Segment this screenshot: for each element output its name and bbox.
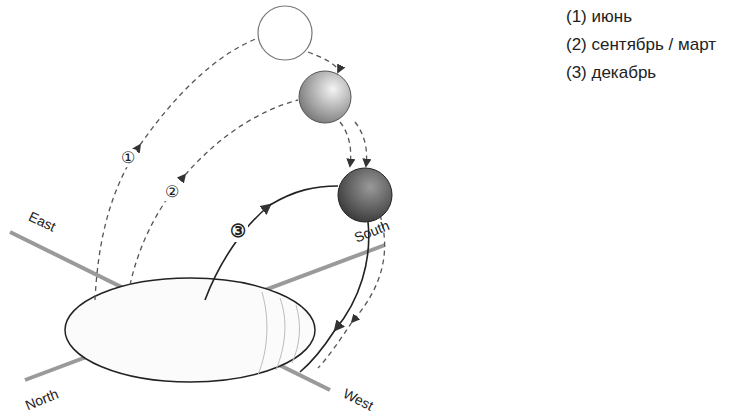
compass-label: East [26, 209, 58, 235]
compass-label: North [23, 386, 61, 413]
sun-june [258, 6, 312, 60]
compass-label: South [352, 218, 392, 246]
callout-number: ② [163, 183, 181, 201]
sun-december [338, 168, 392, 222]
legend-text: (3) декабрь [566, 64, 656, 83]
sun-equinox [299, 71, 351, 123]
compass-label: West [340, 386, 375, 414]
callout-number: ① [119, 149, 137, 167]
sun-path [95, 38, 338, 300]
horizon-ellipse [65, 278, 315, 382]
legend-text: (1) июнь [566, 8, 632, 27]
horizon-hatching [258, 292, 299, 375]
legend-text: (2) сентябрь / март [566, 36, 716, 55]
callout-number: ③ [228, 222, 248, 242]
